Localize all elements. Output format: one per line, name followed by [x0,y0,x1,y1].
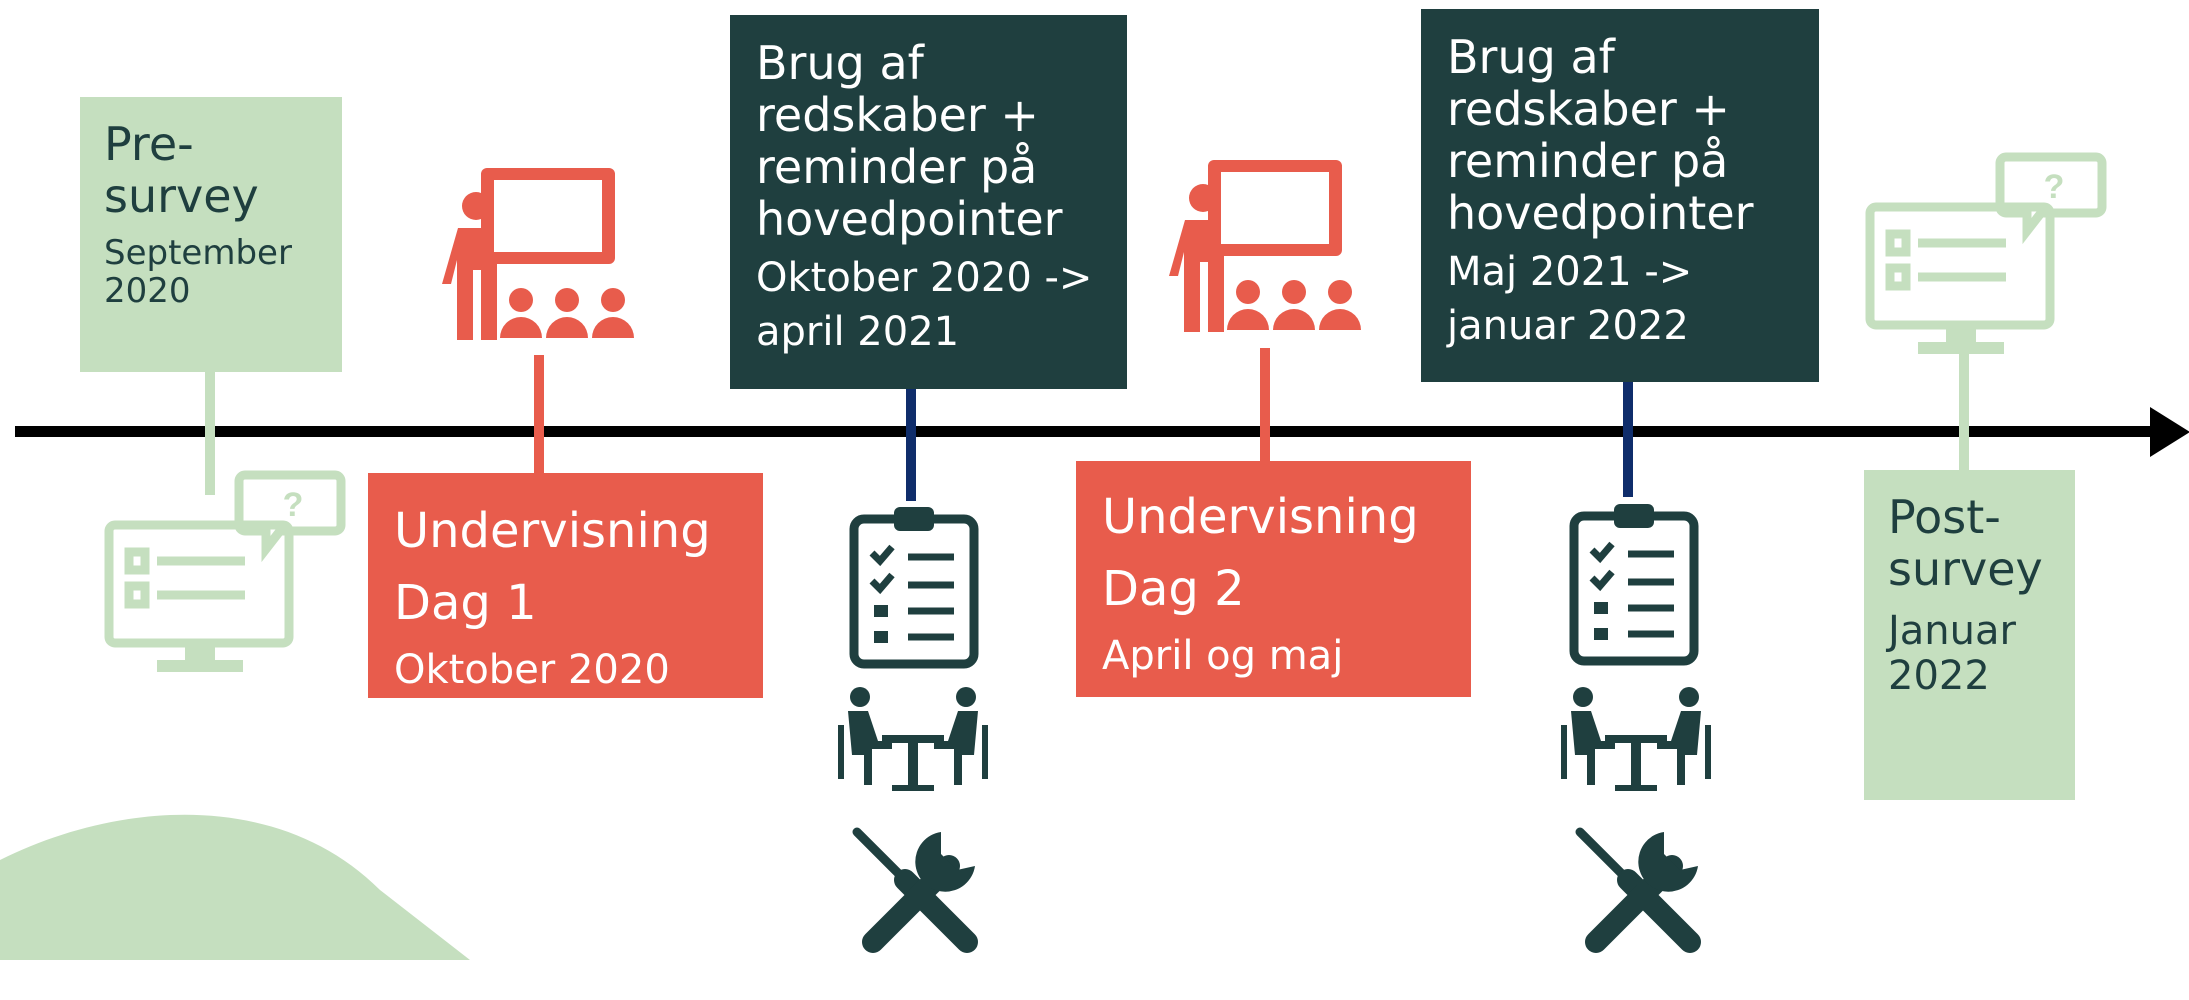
pre-survey-date-line-2: 2020 [104,271,191,312]
tools-period-1-date-line-2: april 2021 [756,309,960,355]
tools-period-2-date-line-1: Maj 2021 -> [1447,249,1693,295]
decorative-blob [0,814,470,960]
post-survey-box: Post- survey Januar 2022 [1864,470,2075,800]
tools-period-2-title-line-3: reminder på [1447,134,1729,188]
post-survey-connector [1959,350,1969,472]
tools-period-1-title-line-2: redskaber + [756,88,1039,142]
post-survey-date-line-2: 2022 [1888,652,1990,699]
tools-icon [1575,827,1701,953]
tools-period-1-connector [906,389,916,501]
teaching-day-1-title-line-2: Dag 1 [394,575,537,631]
post-survey-title-line-1: Post- [1888,490,2001,544]
svg-text:?: ? [283,486,304,524]
tools-period-2-connector [1623,382,1633,497]
tools-period-2-title-line-1: Brug af [1447,30,1615,84]
tools-period-2-title-line-2: redskaber + [1447,82,1730,136]
post-survey-date-line-1: Januar [1888,608,2016,655]
timeline-axis [15,426,2155,437]
survey-monitor-icon: ? [1865,152,2107,354]
teaching-day-2-date: April og maj 2021 [1102,633,1344,741]
teaching-day-2-title-line-1: Undervisning [1102,489,1419,545]
tools-period-2-date-line-2: januar 2022 [1447,303,1689,349]
timeline-arrowhead-icon [2150,407,2189,457]
pre-survey-connector [205,370,215,495]
tools-period-1-box: Brug af redskaber + reminder på hovedpoi… [730,15,1127,389]
teaching-day-2-box: Undervisning Dag 2 April og maj 2021 [1076,461,1471,741]
survey-monitor-icon: ? [104,470,346,672]
svg-text:?: ? [2044,168,2065,206]
tools-period-2-title-line-4: hovedpointer [1447,186,1754,240]
meeting-table-icon [838,687,988,791]
teaching-day-1-connector [534,355,544,475]
pre-survey-box: Pre- survey September 2020 [80,97,342,372]
pre-survey-date-line-1: September [104,233,292,274]
tools-period-1-title-line-3: reminder på [756,140,1038,194]
post-survey-title-line-2: survey [1888,541,2043,596]
teaching-day-1-title-line-1: Undervisning [394,503,711,559]
meeting-table-icon [1561,687,1711,791]
teacher-presentation-icon [442,168,634,340]
teaching-day-2-title-line-2: Dag 2 [1102,561,1245,617]
tools-period-2-box: Brug af redskaber + reminder på hovedpoi… [1421,9,1819,382]
tools-icon [852,827,978,953]
teaching-day-2-connector [1260,348,1270,463]
teacher-presentation-icon [1169,160,1361,332]
pre-survey-title-line-2: survey [104,168,259,223]
teaching-day-1-box: Undervisning Dag 1 Oktober 2020 [368,473,763,698]
pre-survey-title-line-1: Pre- [104,117,194,171]
tools-period-1-title-line-4: hovedpointer [756,192,1063,246]
checklist-clipboard-icon [1569,504,1699,666]
tools-period-1-date-line-1: Oktober 2020 -> [756,255,1093,301]
tools-period-1-title-line-1: Brug af [756,36,924,90]
checklist-clipboard-icon [849,507,979,669]
teaching-day-1-date: Oktober 2020 [394,647,670,693]
